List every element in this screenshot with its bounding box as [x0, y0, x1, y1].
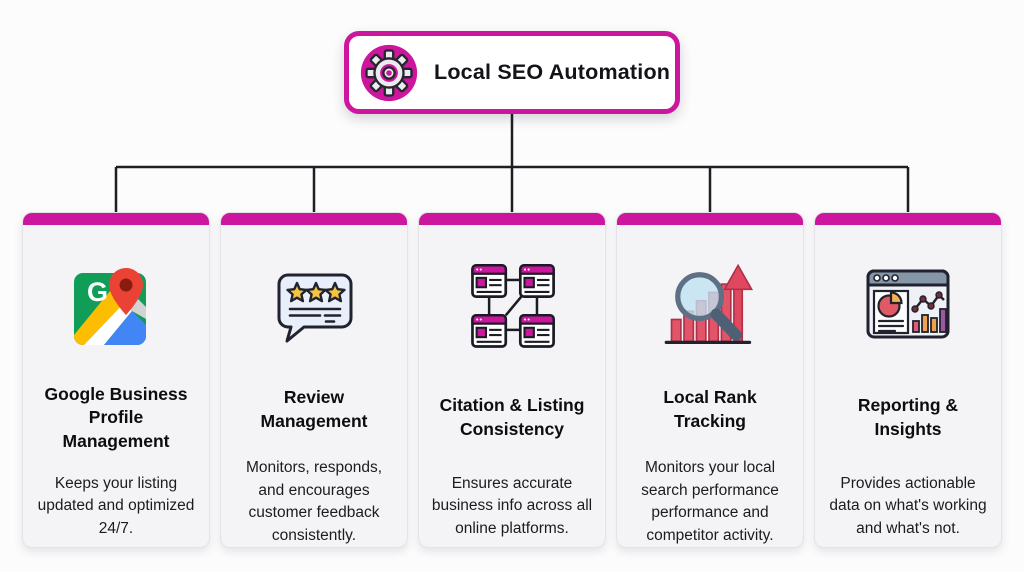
card-title: Review Management — [260, 387, 368, 432]
svg-text:G: G — [87, 277, 108, 307]
card-reporting-insights: Reporting & Insights Provides actionable… — [814, 212, 1002, 548]
card-title: Local Rank Tracking — [663, 387, 757, 432]
card-description: Keeps your listing updated and optimized… — [37, 475, 195, 537]
card-accent-bar — [815, 213, 1001, 225]
gear-icon — [360, 44, 418, 101]
card-description: Monitors, responds, and encourages custo… — [245, 459, 383, 544]
citation-network-icon — [471, 264, 555, 348]
root-node-local-seo-automation: Local SEO Automation — [344, 31, 680, 114]
card-local-rank-tracking: Local Rank Tracking Monitors your local … — [616, 212, 804, 548]
card-description: Provides actionable data on what's worki… — [829, 475, 987, 537]
card-accent-bar — [23, 213, 209, 225]
feature-cards-row: G Google Business Profile Management Kee… — [22, 212, 1002, 548]
page-title: Local SEO Automation — [434, 60, 671, 84]
review-stars-icon — [277, 273, 353, 343]
card-accent-bar — [221, 213, 407, 225]
browser-windows — [471, 264, 555, 348]
card-title: Google Business Profile Management — [44, 383, 188, 451]
card-citation-listing: Citation & Listing Consistency Ensures a… — [418, 212, 606, 548]
rank-tracking-icon — [664, 263, 754, 345]
map-pin — [109, 268, 143, 315]
card-accent-bar — [419, 213, 605, 225]
card-description: Monitors your local search performance p… — [641, 459, 779, 544]
reporting-dashboard-icon — [866, 269, 950, 339]
card-review-management: Review Management Monitors, responds, an… — [220, 212, 408, 548]
card-google-business-profile: G Google Business Profile Management Kee… — [22, 212, 210, 548]
card-accent-bar — [617, 213, 803, 225]
card-description: Ensures accurate business info across al… — [431, 475, 593, 537]
card-title: Reporting & Insights — [857, 395, 959, 439]
card-title: Citation & Listing Consistency — [439, 395, 585, 439]
google-maps-icon: G — [74, 268, 146, 345]
